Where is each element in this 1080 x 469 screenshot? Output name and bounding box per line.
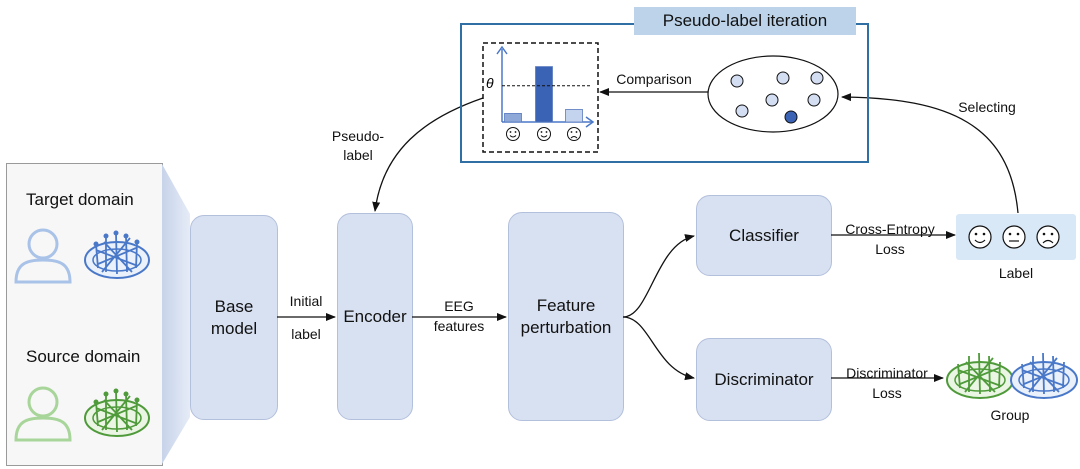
chart-happy-icon (506, 127, 520, 141)
discriminator-text: Discriminator (714, 369, 814, 389)
discriminator-loss-text1: Discriminator (846, 365, 928, 381)
edge-pseudo-label (372, 97, 484, 212)
threshold-label: θ (486, 75, 494, 91)
edge-label-to-selection (841, 93, 1019, 214)
chart-sad-icon (567, 127, 581, 141)
chart-bar-positive (504, 113, 522, 123)
edge-perturbation-to-classifier (622, 234, 695, 318)
sad-face-icon (1036, 225, 1060, 249)
eeg-features-text2: features (433, 318, 485, 334)
target-user-icon (14, 228, 72, 284)
selecting-text: Selecting (958, 99, 1016, 115)
pseudo-label-text2: label (343, 147, 373, 163)
label-faces (968, 225, 1060, 249)
chart-neutral-icon (537, 127, 551, 141)
chart-bar-negative (565, 109, 583, 123)
group-blue-brain-icon (1010, 352, 1078, 399)
source-brain-icon (84, 388, 150, 437)
eeg-features-text1: EEG (444, 298, 474, 314)
base-model-node: Base model (190, 215, 278, 420)
group-caption: Group (990, 407, 1030, 423)
initial-label-text2: label (291, 326, 321, 342)
classifier-text: Classifier (729, 225, 799, 245)
cross-entropy-text1: Cross-Entropy (845, 221, 935, 237)
discriminator-node: Discriminator (696, 338, 832, 421)
chart-bar-neutral (535, 66, 553, 123)
comparison-text: Comparison (616, 71, 692, 87)
feature-perturbation-node: Feature perturbation (508, 212, 624, 421)
initial-label-text1: Initial (289, 293, 323, 309)
happy-face-icon (968, 225, 992, 249)
source-domain-label: Source domain (26, 347, 141, 366)
cross-entropy-text2: Loss (875, 241, 905, 257)
sample-cluster (707, 55, 839, 133)
target-domain-label: Target domain (26, 190, 134, 209)
feature-perturbation-text: Feature perturbation (520, 295, 612, 337)
label-caption: Label (998, 265, 1034, 281)
discriminator-loss-text2: Loss (872, 385, 902, 401)
encoder-node: Encoder (337, 213, 413, 420)
pseudo-label-chart: θ (482, 42, 599, 153)
neutral-face-icon (1002, 225, 1026, 249)
selected-sample (784, 110, 798, 124)
group-green-brain-icon (946, 352, 1014, 399)
pseudo-label-iteration-title: Pseudo-label iteration (634, 7, 856, 35)
target-brain-icon (84, 230, 150, 279)
encoder-text: Encoder (343, 306, 407, 326)
base-model-text: Base model (210, 296, 258, 338)
pseudo-label-text1: Pseudo- (331, 128, 385, 144)
edge-perturbation-to-discriminator (622, 316, 695, 381)
source-user-icon (14, 386, 72, 442)
